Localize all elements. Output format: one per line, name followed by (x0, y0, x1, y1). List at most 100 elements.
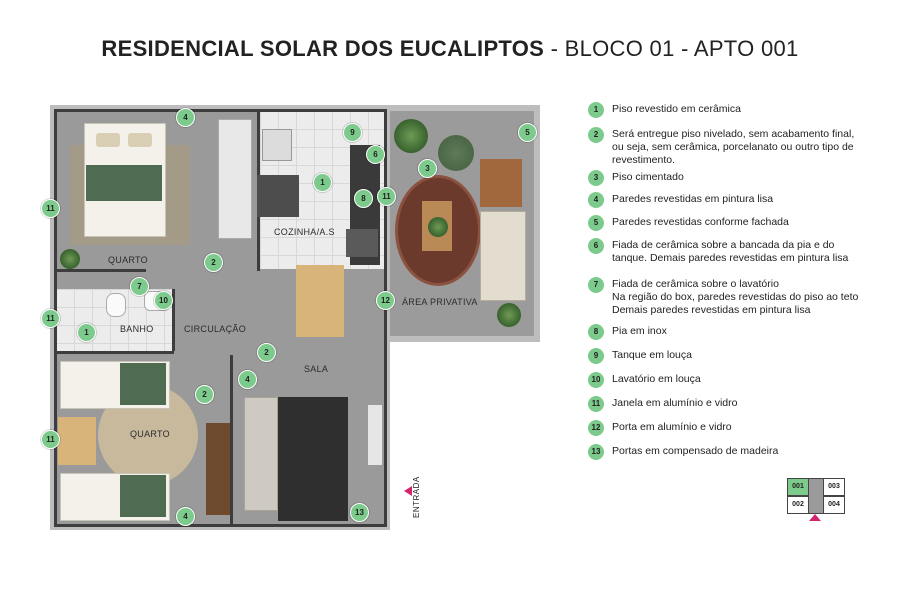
legend-number-badge: 4 (588, 192, 604, 208)
plant (394, 119, 428, 153)
legend-number-badge: 3 (588, 170, 604, 186)
legend-text-line: Pia em inox (612, 325, 667, 337)
plant (428, 217, 448, 237)
legend-text-line: Piso cimentado (612, 171, 684, 183)
wall-quarto-bottom (56, 269, 146, 272)
marker-12: 12 (376, 291, 395, 310)
legend-text-line: Na região do box, paredes revestidas do … (612, 291, 859, 303)
entrance-arrow-icon (404, 486, 412, 496)
key-unit-004: 004 (823, 496, 845, 514)
marker-3: 3 (418, 159, 437, 178)
room-label-quarto-top: QUARTO (108, 255, 148, 265)
wall-bottom (54, 524, 386, 527)
legend-text-line: Fiada de cerâmica sobre o lavatório (612, 278, 779, 290)
legend-number-badge: 2 (588, 127, 604, 143)
legend-text-line: Paredes revestidas conforme fachada (612, 216, 789, 228)
legend-number-badge: 5 (588, 215, 604, 231)
legend-number-badge: 9 (588, 348, 604, 364)
legend-text: Paredes revestidas conforme fachada (612, 216, 888, 229)
key-unit-002: 002 (787, 496, 809, 514)
plant (497, 303, 521, 327)
marker-9: 9 (343, 123, 362, 142)
legend-text: Janela em alumínio e vidro (612, 397, 888, 410)
legend-number-badge: 10 (588, 372, 604, 388)
marker-11: 11 (41, 309, 60, 328)
rug-sala (278, 397, 348, 521)
legend-text-line: Piso revestido em cerâmica (612, 103, 741, 115)
entrance-indicator: ENTRADA (404, 476, 428, 522)
legend-text: Piso revestido em cerâmica (612, 103, 888, 116)
room-label-sala: SALA (304, 364, 329, 374)
plant (60, 249, 80, 269)
legend-text-line: Paredes revestidas em pintura lisa (612, 193, 774, 205)
terrace-sofa (480, 211, 526, 301)
legend-text-line: Porta em alumínio e vidro (612, 421, 732, 433)
wall-right (384, 109, 387, 527)
legend-number-badge: 11 (588, 396, 604, 412)
legend-number-badge: 13 (588, 444, 604, 460)
wall-top (54, 109, 386, 112)
legend-text: Paredes revestidas em pintura lisa (612, 193, 888, 206)
legend-text-line: Janela em alumínio e vidro (612, 397, 738, 409)
legend-text: Fiada de cerâmica sobre a bancada da pia… (612, 239, 888, 265)
title-main: RESIDENCIAL SOLAR DOS EUCALIPTOS (101, 36, 545, 61)
floor-plan: QUARTO BANHO CIRCULAÇÃO COZINHA/A.S SALA… (41, 105, 540, 530)
pillow (128, 133, 152, 147)
room-label-quarto-bottom: QUARTO (130, 429, 170, 439)
blanket (120, 363, 166, 405)
room-label-cozinha: COZINHA/A.S (274, 227, 335, 237)
legend-text-line: Demais paredes revestidas em pintura lis… (612, 304, 811, 316)
legend-text: Piso cimentado (612, 171, 888, 184)
washing-machine (262, 129, 292, 161)
toilet (106, 293, 126, 317)
marker-4: 4 (176, 108, 195, 127)
tv-stand (368, 405, 382, 465)
legend-text: Lavatório em louça (612, 373, 888, 386)
marker-11: 11 (41, 430, 60, 449)
marker-11: 11 (41, 199, 60, 218)
legend-text-line: tanque. Demais paredes revestidas em pin… (612, 252, 849, 264)
wall-quarto2-right (230, 355, 233, 525)
marker-8: 8 (354, 189, 373, 208)
blanket (86, 165, 162, 201)
wall-banho-bottom (56, 351, 174, 354)
marker-7: 7 (130, 277, 149, 296)
blanket (120, 475, 166, 517)
marker-2: 2 (195, 385, 214, 404)
legend-number-badge: 7 (588, 277, 604, 293)
plant (438, 135, 474, 171)
marker-6: 6 (366, 145, 385, 164)
legend-number-badge: 1 (588, 102, 604, 118)
legend-text: Pia em inox (612, 325, 888, 338)
legend-text: Tanque em louça (612, 349, 888, 362)
legend-text: Portas em compensado de madeira (612, 445, 888, 458)
key-entrance-arrow-icon (809, 514, 821, 521)
legend-text-line: Tanque em louça (612, 349, 692, 361)
legend-number-badge: 6 (588, 238, 604, 254)
dining-table (296, 265, 344, 337)
room-label-circulacao: CIRCULAÇÃO (184, 324, 247, 334)
key-core (808, 478, 824, 514)
room-label-area-privativa: ÁREA PRIVATIVA (402, 297, 478, 307)
marker-4: 4 (176, 507, 195, 526)
marker-5: 5 (518, 123, 537, 142)
shoe-cabinet-top (218, 119, 252, 239)
key-unit-001: 001 (787, 478, 809, 496)
legend-text-line: Portas em compensado de madeira (612, 445, 779, 457)
fridge (257, 175, 299, 217)
legend-text: Será entregue piso nivelado, sem acabame… (612, 128, 888, 167)
entrance-label: ENTRADA (412, 476, 421, 518)
marker-10: 10 (154, 291, 173, 310)
legend-text: Porta em alumínio e vidro (612, 421, 888, 434)
legend-number-badge: 12 (588, 420, 604, 436)
legend-text-line: Lavatório em louça (612, 373, 701, 385)
key-plan: 001 003 002 004 (787, 478, 845, 521)
marker-13: 13 (350, 503, 369, 522)
sofa (244, 397, 278, 511)
marker-11: 11 (377, 187, 396, 206)
marker-1: 1 (77, 323, 96, 342)
pillow (96, 133, 120, 147)
stove (346, 229, 378, 257)
shelf-quarto-bottom (206, 423, 230, 515)
